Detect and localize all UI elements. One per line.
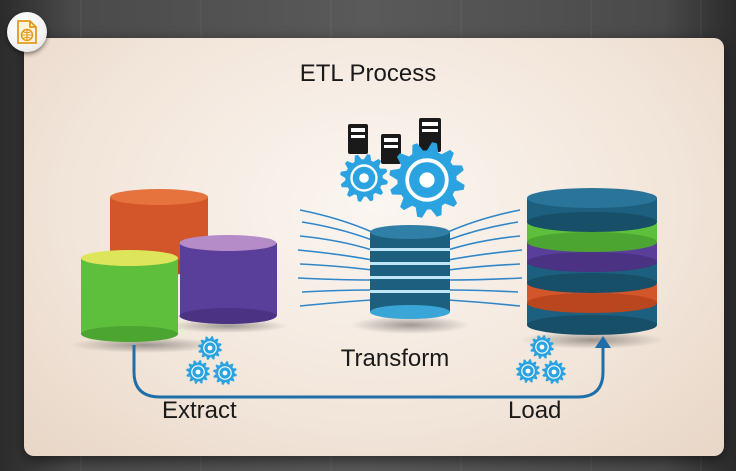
gear-icon — [213, 361, 237, 385]
gear-icon — [186, 360, 210, 384]
data-stream-lines — [297, 209, 523, 307]
gear-icon — [186, 142, 566, 385]
gear-icon — [198, 336, 222, 360]
app-badge-icon[interactable] — [7, 12, 47, 52]
gear-icon — [530, 335, 554, 359]
warehouse-database — [527, 188, 657, 335]
gear-icon — [542, 360, 566, 384]
gear-icon — [340, 154, 388, 202]
arrow-icon — [595, 336, 611, 348]
source-database-purple — [179, 235, 277, 324]
transform-label: Transform — [340, 345, 450, 372]
source-database-green — [81, 250, 178, 342]
extract-label: Extract — [162, 397, 237, 424]
transform-database — [370, 225, 450, 319]
gear-icon — [516, 359, 540, 383]
flow-arrow — [132, 336, 611, 399]
diagram-title: ETL Process — [299, 60, 437, 87]
load-label: Load — [508, 397, 562, 424]
gear-icon — [389, 142, 465, 218]
